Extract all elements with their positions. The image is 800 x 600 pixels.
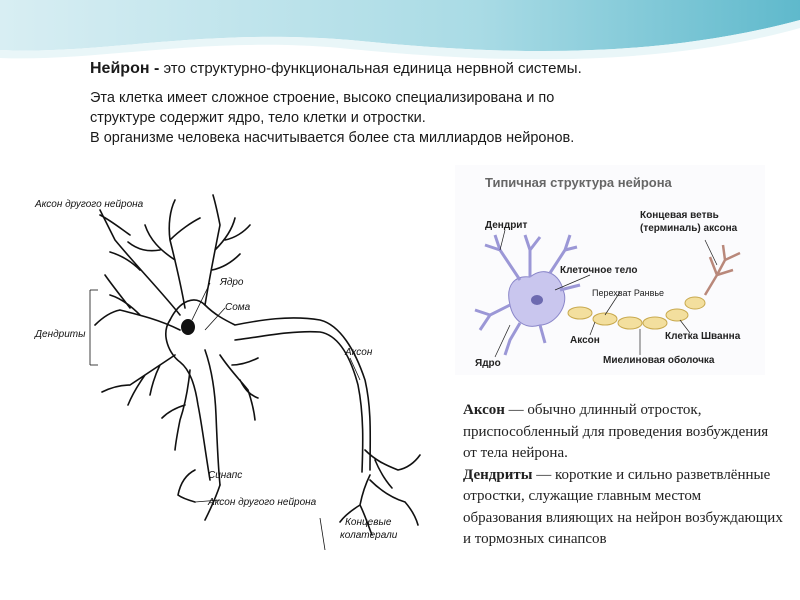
label-dendrite: Дендрит [485,220,527,231]
neuron-structure-diagram: Типичная структура нейрона [455,165,765,375]
label-dendrites: Дендриты [34,329,86,340]
label-nucleus: Ядро [219,277,244,288]
label-myelin-sheath: Миелиновая оболочка [603,355,714,366]
label-terminal-2: (терминаль) аксона [640,223,737,234]
axon-text: — обычно длинный отросток, приспособленн… [463,402,768,461]
label-axon-other-top: Аксон другого нейрона [34,199,144,210]
label-terminals-1: Концевые [345,517,392,528]
title-definition: это структурно-функциональная единица не… [159,60,581,77]
dendrite-term: Дендриты [463,467,532,483]
label-axon-right: Аксон [570,335,600,346]
intro-line-1: Эта клетка имеет сложное строение, высок… [90,88,730,108]
title-term: Нейрон - [90,60,159,77]
label-nucleus-right: Ядро [475,358,501,369]
label-schwann-cell: Клетка Шванна [665,331,740,342]
label-axon-other-bottom: Аксон другого нейрона [207,497,317,508]
label-soma: Сома [225,302,251,313]
label-cell-body: Клеточное тело [560,265,637,276]
axon-term: Аксон [463,402,505,418]
label-terminal-1: Концевая ветвь [640,210,719,221]
label-synapse: Синапс [208,470,242,481]
neuron-sketch-diagram: Аксон другого нейрона Ядро Сома Дендриты… [20,180,440,580]
page-title: Нейрон - это структурно-функциональная е… [90,60,582,78]
nucleus-dot [181,319,195,335]
description-text: Аксон — обычно длинный отросток, приспос… [463,400,783,551]
label-axon: Аксон [344,347,373,358]
intro-paragraph: Эта клетка имеет сложное строение, высок… [90,88,730,148]
label-terminals-2: колатерали [340,530,398,541]
label-node-ranvier: Перехват Ранвье [592,288,664,298]
intro-line-2: структуре содержит ядро, тело клетки и о… [90,108,730,128]
intro-line-3: В организме человека насчитывается более… [90,128,730,148]
